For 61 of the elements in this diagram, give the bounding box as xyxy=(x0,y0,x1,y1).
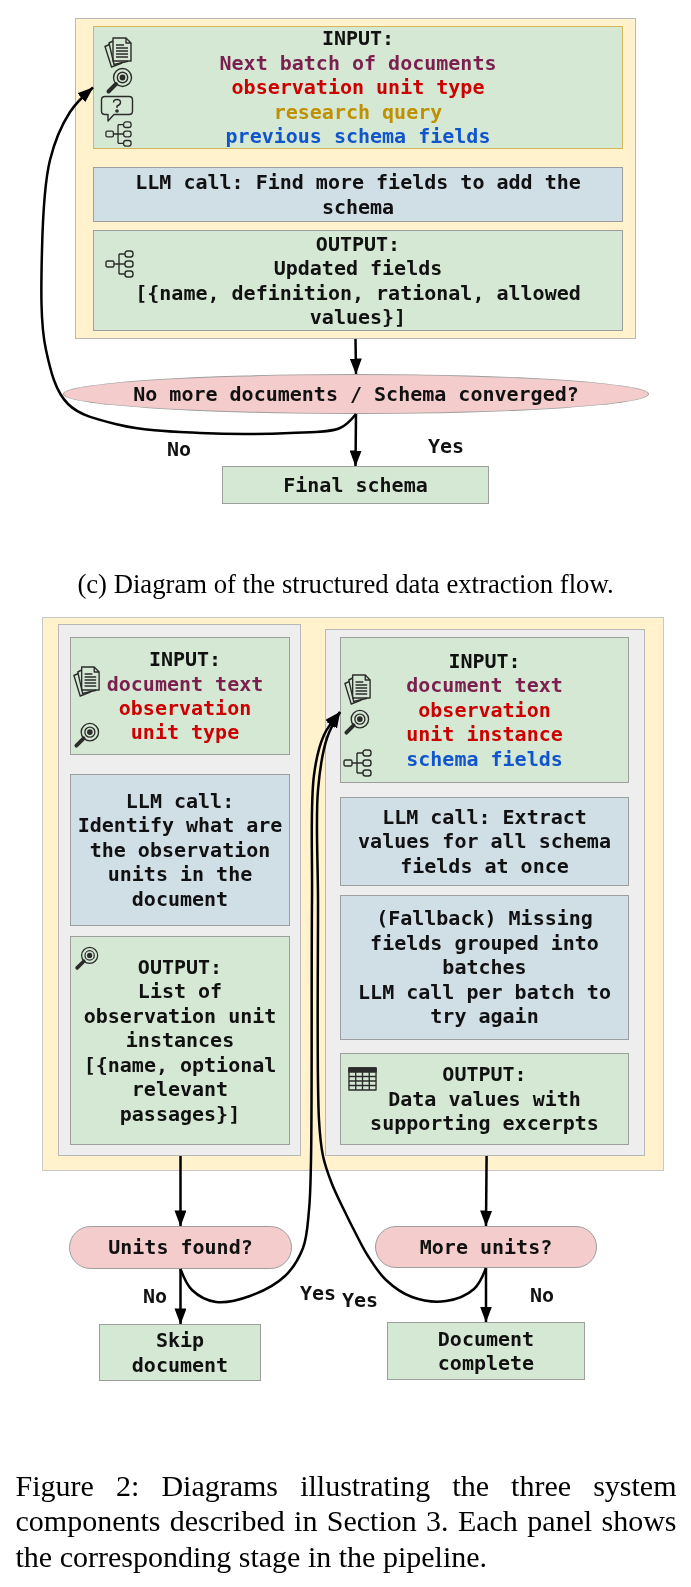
result-text: Skip document xyxy=(130,1328,230,1377)
input-item: research query xyxy=(273,99,443,125)
box-heading: INPUT: xyxy=(148,647,222,672)
arrow xyxy=(349,339,362,375)
input-box xyxy=(340,637,629,783)
box-heading: INPUT: xyxy=(448,649,521,674)
question-text: Units found? xyxy=(108,1235,253,1260)
process-box xyxy=(93,167,623,222)
process-box xyxy=(70,774,290,926)
result-box xyxy=(387,1322,585,1380)
input-item: document text xyxy=(106,671,264,696)
output-text: List of observation unit instances xyxy=(82,979,278,1053)
subfigure-caption: (c) Diagram of the structured data extraction flow. xyxy=(76,568,615,600)
stage-panel xyxy=(75,18,636,339)
input-item: observation unit instance xyxy=(405,697,564,747)
arrow xyxy=(174,1269,187,1325)
loop-arrow xyxy=(315,711,488,1303)
figure-caption: Figure 2: Diagrams illustrating the three system components described in Section 3. Each panel shows the corresponding stage in the pipeline. xyxy=(15,1468,677,1575)
step-text: LLM call: Find more fields to add the schema xyxy=(134,170,582,219)
output-text: [{name, optional relevant passages}] xyxy=(82,1052,278,1126)
output-box xyxy=(93,230,623,331)
output-text: Data values with supporting excerpts xyxy=(369,1086,600,1136)
box-heading: OUTPUT: xyxy=(315,231,401,257)
output-box xyxy=(340,1053,629,1145)
input-box xyxy=(93,26,623,149)
output-text: Updated fields xyxy=(273,256,443,281)
result-text: Final schema xyxy=(283,472,428,498)
decision-pill xyxy=(69,1226,292,1269)
arrow xyxy=(480,1156,493,1227)
step-text: LLM call: Identify what are the observation units in the document xyxy=(76,789,284,911)
arrow xyxy=(480,1268,492,1323)
arrow xyxy=(349,414,362,467)
input-item: schema fields xyxy=(406,746,563,771)
output-box xyxy=(70,936,290,1145)
step-text: LLM call: Extract values for all schema fields at once xyxy=(357,804,612,879)
input-item: observation unit type xyxy=(231,75,485,100)
box-heading: OUTPUT: xyxy=(137,955,223,980)
process-box xyxy=(340,895,629,1040)
loop-arrow xyxy=(179,711,341,1304)
input-item: previous schema fields xyxy=(225,124,491,149)
stage-panel xyxy=(42,617,664,1171)
input-item: Next batch of documents xyxy=(219,50,497,76)
input-item: observation unit type xyxy=(117,696,253,745)
arrow xyxy=(174,1156,187,1227)
step-text: LLM call per batch to try again xyxy=(357,979,612,1029)
input-item: document text xyxy=(406,673,563,698)
step-text: (Fallback) Missing fields grouped into batches xyxy=(369,906,600,980)
loop-arrow xyxy=(40,86,357,436)
question-text: No more documents / Schema converged? xyxy=(133,381,579,407)
result-box xyxy=(99,1324,261,1381)
process-box xyxy=(340,797,629,886)
result-text: Document complete xyxy=(436,1326,536,1376)
result-box xyxy=(222,466,489,504)
sub-panel xyxy=(58,624,301,1156)
box-heading: OUTPUT: xyxy=(442,1062,527,1087)
input-box xyxy=(70,637,290,755)
sub-panel xyxy=(325,629,645,1156)
box-heading: INPUT: xyxy=(321,26,395,51)
decision-pill xyxy=(375,1226,597,1268)
question-text: More units? xyxy=(419,1234,553,1260)
output-text: [{name, definition, rational, allowed values}] xyxy=(134,280,582,330)
